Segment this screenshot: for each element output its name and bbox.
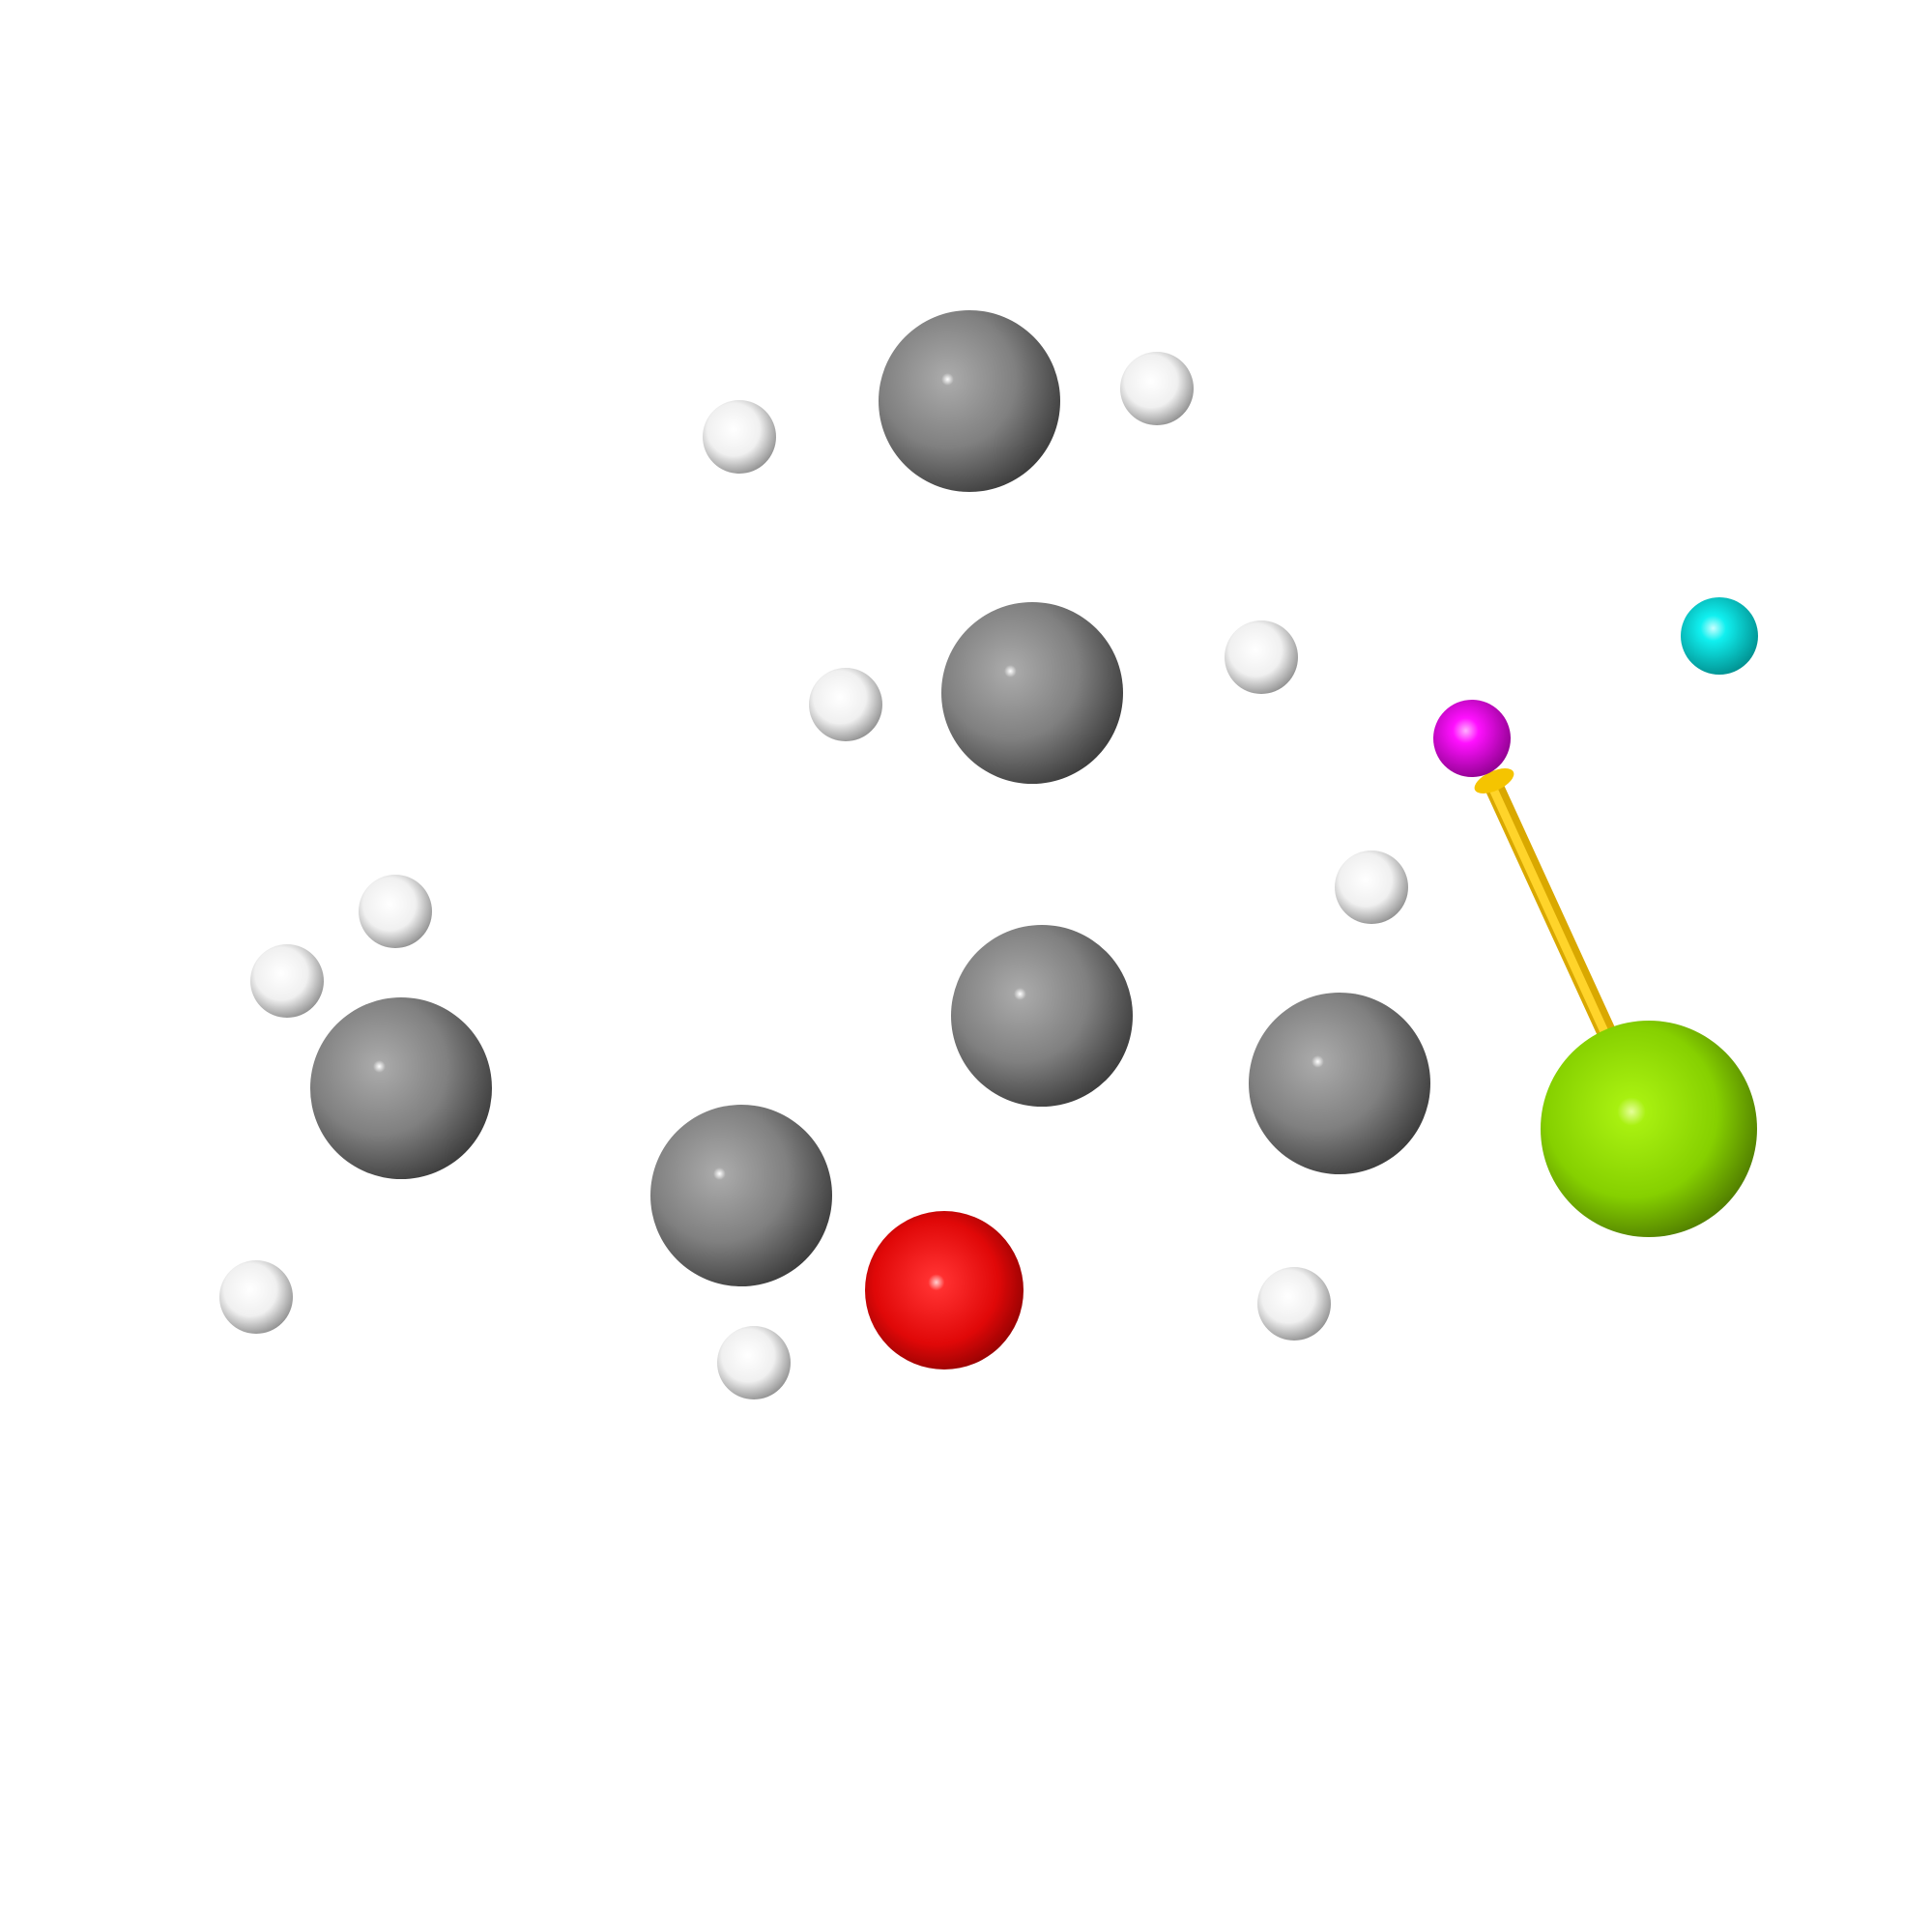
hydrogen-atom xyxy=(359,875,432,948)
green-atom xyxy=(1541,1021,1757,1237)
hydrogen-atom xyxy=(703,400,776,474)
cyan-atom xyxy=(1681,597,1758,675)
oxygen-atom xyxy=(865,1211,1024,1370)
hydrogen-atom xyxy=(1225,620,1298,694)
carbon-atom-top xyxy=(879,310,1060,492)
hydrogen-atom xyxy=(809,668,882,741)
hydrogen-atom xyxy=(1335,851,1408,924)
hydrogen-atom xyxy=(250,944,324,1018)
carbon-atom-left xyxy=(310,997,492,1179)
carbon-atom-right xyxy=(1249,993,1430,1174)
carbon-atom-upper-mid xyxy=(941,602,1123,784)
hydrogen-atom xyxy=(1257,1267,1331,1341)
hydrogen-atom xyxy=(717,1326,791,1399)
carbon-atom-center xyxy=(951,925,1133,1107)
hydrogen-atom xyxy=(219,1260,293,1334)
hydrogen-atom xyxy=(1120,352,1194,425)
bond-magenta-green xyxy=(1474,768,1624,1058)
magenta-atom xyxy=(1433,700,1511,777)
carbon-atom-lower xyxy=(650,1105,832,1286)
